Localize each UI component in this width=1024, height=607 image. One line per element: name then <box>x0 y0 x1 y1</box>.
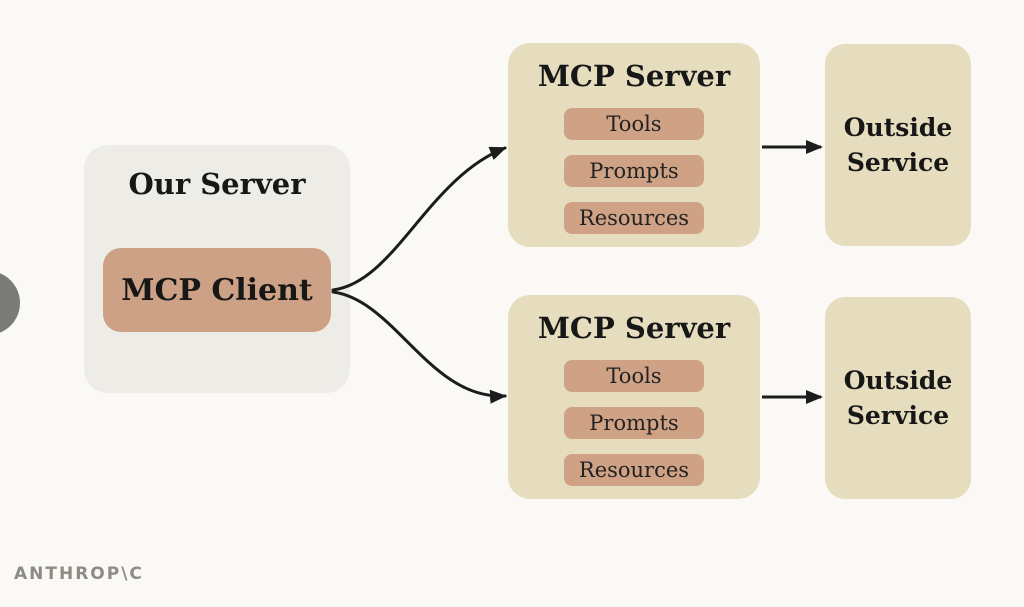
slide-edge-circle <box>0 273 20 333</box>
outside-service-label-line2: Service <box>846 148 950 177</box>
mcp-server-box-bottom: MCP Server Tools Prompts Resources <box>508 295 760 499</box>
outside-service-label-line1: Outside <box>843 366 953 395</box>
capability-resources: Resources <box>564 202 704 234</box>
mcp-client-label: MCP Client <box>121 272 313 308</box>
arrow-client-to-server-bottom <box>331 290 507 404</box>
our-server-box: Our Server MCP Client <box>84 145 350 393</box>
outside-service-label-line1: Outside <box>843 113 953 142</box>
mcp-server-title: MCP Server <box>537 311 731 345</box>
outside-service-box-top: Outside Service <box>825 44 971 246</box>
capability-tools: Tools <box>564 108 704 140</box>
outside-service-box-bottom: Outside Service <box>825 297 971 499</box>
arrow-client-to-server-top <box>331 146 507 292</box>
capability-tools: Tools <box>564 360 704 392</box>
outside-service-label-line2: Service <box>846 401 950 430</box>
mcp-server-box-top: MCP Server Tools Prompts Resources <box>508 43 760 247</box>
mcp-client-box: MCP Client <box>103 248 331 332</box>
capability-list: Tools Prompts Resources <box>564 108 704 249</box>
anthropic-logo: ANTHROP\C <box>14 564 144 584</box>
our-server-title: Our Server <box>128 167 306 201</box>
mcp-server-title: MCP Server <box>537 59 731 93</box>
capability-prompts: Prompts <box>564 407 704 439</box>
capability-prompts: Prompts <box>564 155 704 187</box>
capability-list: Tools Prompts Resources <box>564 360 704 501</box>
capability-resources: Resources <box>564 454 704 486</box>
